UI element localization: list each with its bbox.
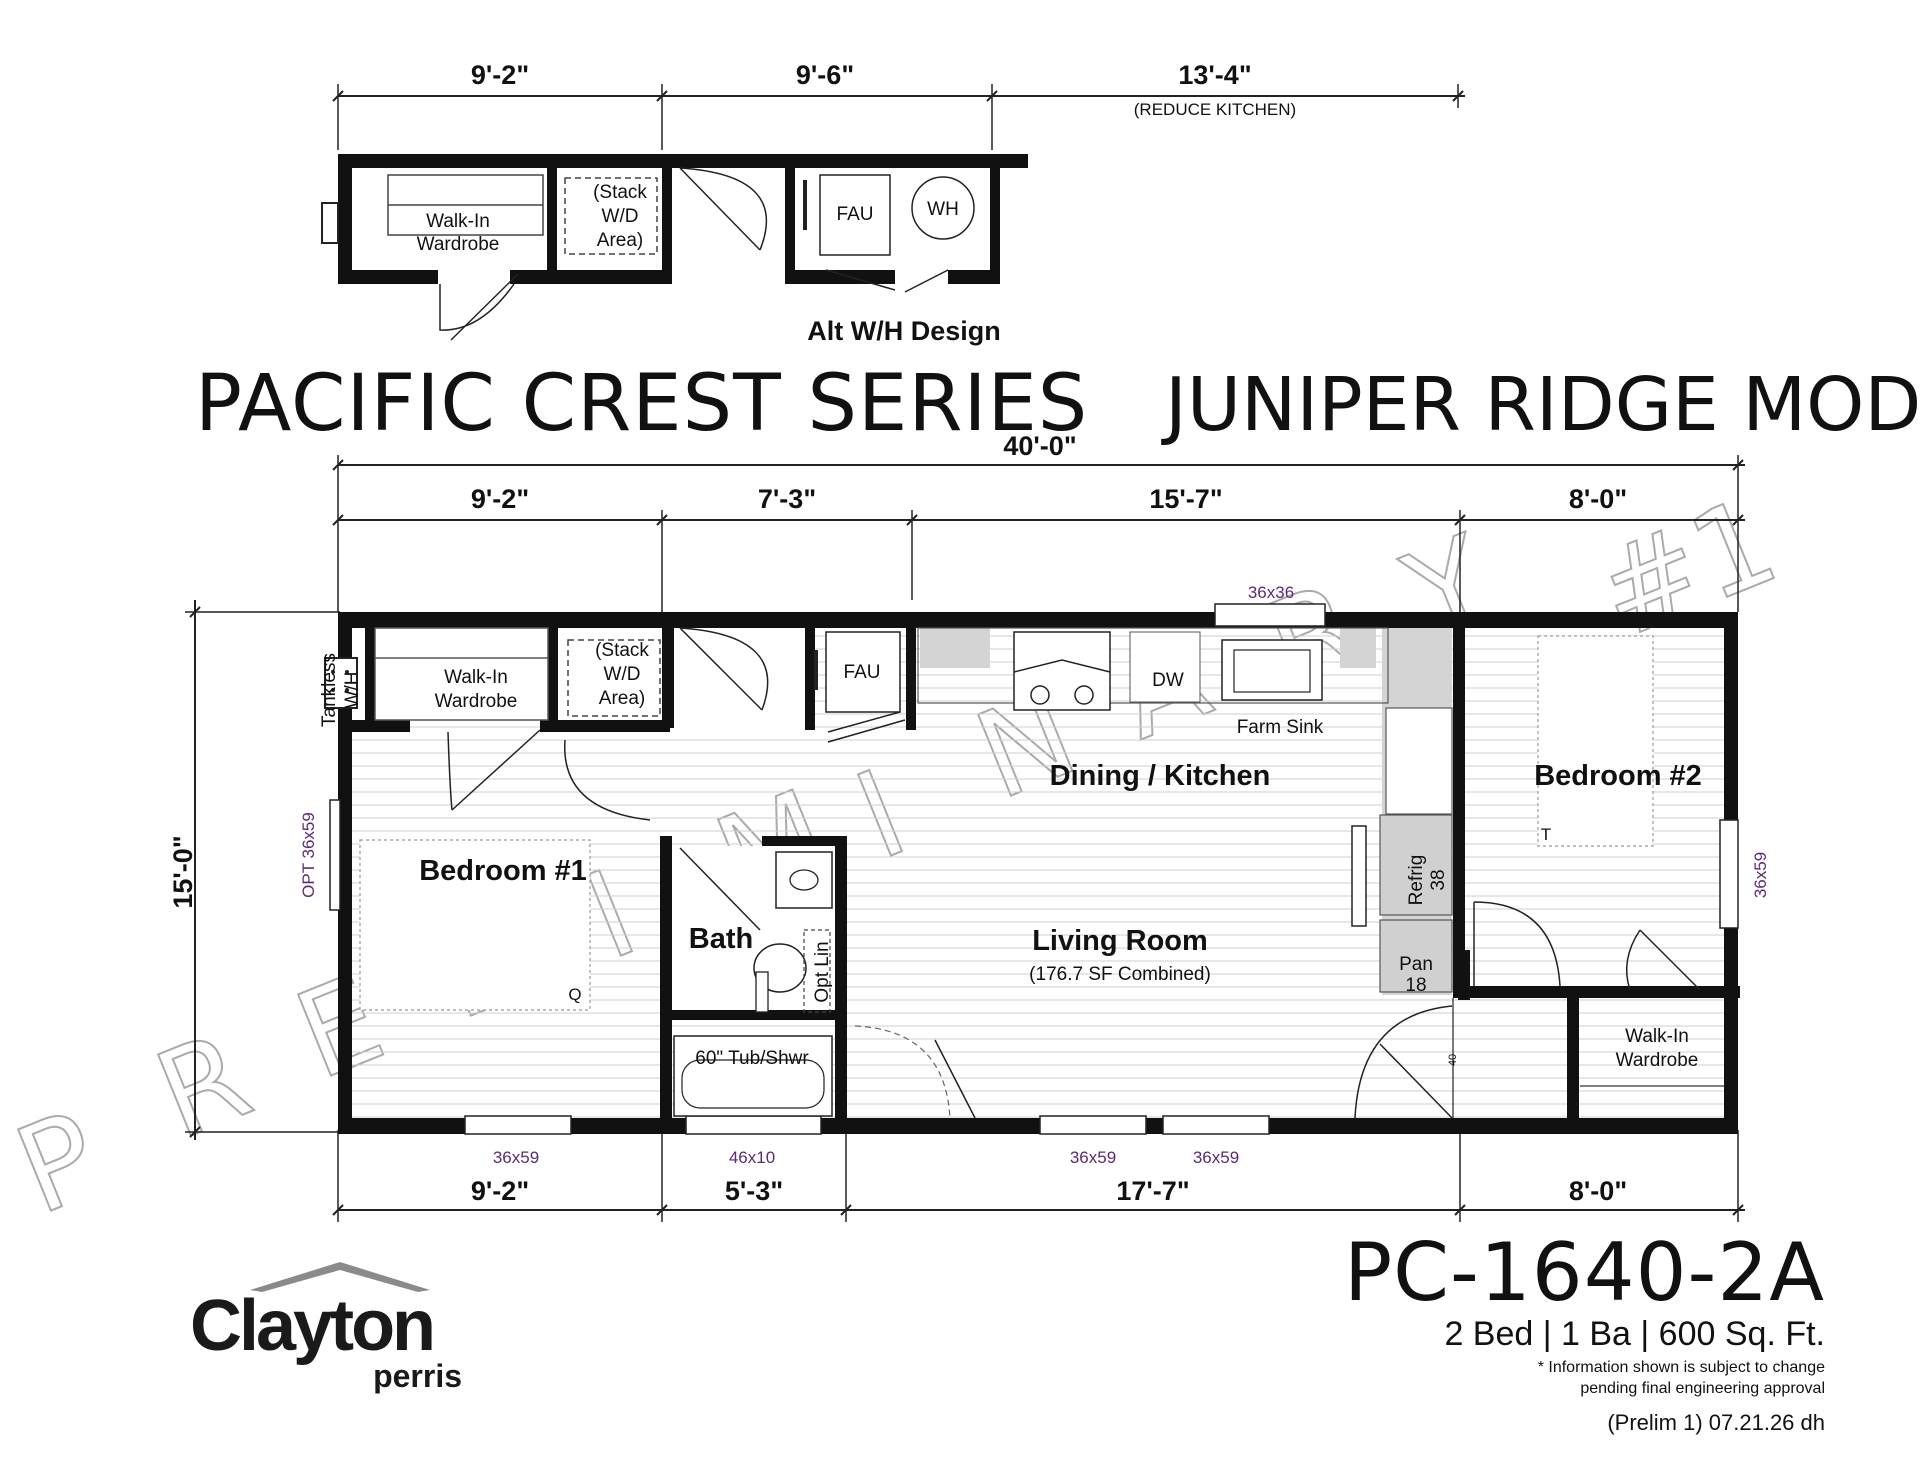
- dim-side: 15'-0": [168, 835, 198, 908]
- window-label-bottom-4: 36x59: [1193, 1148, 1239, 1167]
- alt-wh-label: WH: [927, 199, 959, 220]
- dim-top-4: 8'-0": [1569, 484, 1627, 514]
- stack-label-1: (Stack: [595, 640, 649, 661]
- alt-stack-line2: W/D: [602, 206, 639, 227]
- notice-line-2: pending final engineering approval: [1580, 1380, 1825, 1397]
- wm-letter: R: [139, 1007, 268, 1167]
- room-bath: Bath: [689, 923, 753, 955]
- window-label-left: OPT 36x59: [299, 812, 318, 898]
- tub-label: 60" Tub/Shwr: [695, 1048, 809, 1069]
- walkin2-label-1: Walk-In: [1625, 1026, 1689, 1047]
- fau-label: FAU: [844, 662, 881, 683]
- walkin2-label-2: Wardrobe: [1616, 1050, 1699, 1071]
- model-number: PC-1640-2A: [1344, 1226, 1825, 1319]
- alt-walkin-line1: Walk-In: [426, 211, 490, 232]
- alt-fau-label: FAU: [837, 204, 874, 225]
- tankless-label-2: W/H: [342, 672, 363, 709]
- pan-label-1: Pan: [1399, 954, 1433, 975]
- main-floor-plan: [324, 603, 1740, 1135]
- alt-dim-note: (REDUCE KITCHEN): [1134, 100, 1296, 119]
- dim-overall: 40'-0": [1003, 431, 1076, 461]
- room-bedroom-1: Bedroom #1: [419, 855, 587, 887]
- series-title: PACIFIC CREST SERIES: [195, 359, 1088, 449]
- prelim-date: (Prelim 1) 07.21.26 dh: [1607, 1410, 1825, 1435]
- window-label-bottom-2: 46x10: [729, 1148, 775, 1167]
- refrig-label-2: 38: [1428, 869, 1449, 890]
- dim-bottom-4: 8'-0": [1569, 1176, 1627, 1206]
- alt-design-plan: Walk-In Wardrobe (Stack W/D Area) FAU WH: [321, 154, 1028, 341]
- window-label-top: 36x36: [1248, 583, 1294, 602]
- alt-design-title: Alt W/H Design: [807, 316, 1001, 346]
- bed1-q-mark: Q: [568, 985, 581, 1004]
- clearance-40-mark: 40: [1447, 1054, 1459, 1066]
- main-dimension-lines: [185, 455, 1745, 1222]
- notice-line-1: * Information shown is subject to change: [1538, 1359, 1825, 1376]
- walkin1-label-2: Wardrobe: [435, 691, 518, 712]
- model-title: JUNIPER RIDGE MODEL: [1161, 362, 1920, 448]
- alt-dim-2: 9'-6": [796, 60, 854, 90]
- alt-walkin-line2: Wardrobe: [417, 234, 500, 255]
- dim-bottom-2: 5'-3": [725, 1176, 783, 1206]
- window-label-bottom-1: 36x59: [493, 1148, 539, 1167]
- dim-top-1: 9'-2": [471, 484, 529, 514]
- brand-name: Clayton: [190, 1286, 433, 1366]
- dim-bottom-3: 17'-7": [1116, 1176, 1189, 1206]
- room-bedroom-2: Bedroom #2: [1534, 760, 1702, 792]
- window-label-bottom-3: 36x59: [1070, 1148, 1116, 1167]
- stack-label-3: Area): [599, 688, 645, 709]
- refrig-label-1: Refrig: [1406, 855, 1427, 906]
- clayton-logo: Clayton perris: [190, 1262, 462, 1394]
- alt-dim-1: 9'-2": [471, 60, 529, 90]
- walkin1-label-1: Walk-In: [444, 667, 508, 688]
- alt-design-dimensions: 9'-2" 9'-6" 13'-4" (REDUCE KITCHEN): [332, 60, 1465, 150]
- tankless-label-1: Tankless: [319, 653, 340, 727]
- dim-top-3: 15'-7": [1149, 484, 1222, 514]
- alt-stack-line3: Area): [597, 230, 643, 251]
- stack-label-2: W/D: [604, 664, 641, 685]
- dw-label: DW: [1152, 670, 1184, 691]
- model-specs: 2 Bed | 1 Ba | 600 Sq. Ft.: [1444, 1315, 1825, 1353]
- dim-top-2: 7'-3": [758, 484, 816, 514]
- farm-sink-label: Farm Sink: [1237, 717, 1324, 738]
- window-label-right: 36x59: [1751, 852, 1770, 898]
- opt-lin-label: Opt Lin: [812, 941, 833, 1002]
- wm-letter: P: [0, 1086, 118, 1242]
- room-living: Living Room: [1032, 925, 1208, 957]
- living-room-note: (176.7 SF Combined): [1029, 964, 1211, 985]
- pan-label-2: 18: [1405, 975, 1426, 996]
- room-dining-kitchen: Dining / Kitchen: [1050, 760, 1271, 792]
- dim-bottom-1: 9'-2": [471, 1176, 529, 1206]
- brand-sub: perris: [373, 1358, 462, 1394]
- alt-stack-line1: (Stack: [593, 182, 647, 203]
- alt-dim-3: 13'-4": [1178, 60, 1251, 90]
- bed2-t-mark: T: [1541, 825, 1551, 844]
